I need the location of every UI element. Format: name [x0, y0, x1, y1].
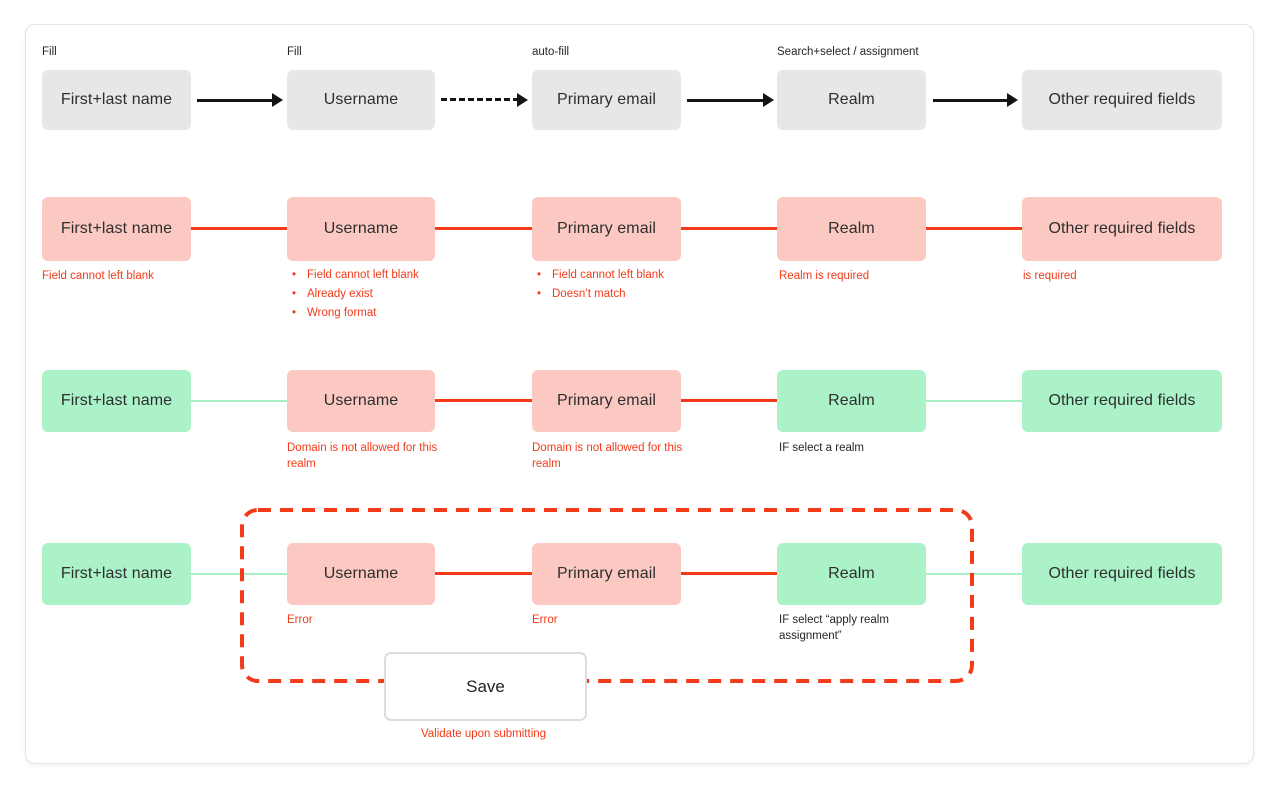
bullet-dot: • [292, 269, 297, 281]
step-annotation-fill-2: Fill [287, 46, 302, 58]
r4-box-primary-email: Primary email [532, 543, 681, 605]
r2-error-list-username: •Field cannot left blank •Already exist … [292, 266, 462, 323]
r2-connector-2 [435, 227, 532, 230]
r1-box-username: Username [287, 70, 435, 130]
r1-box-primary-email: Primary email [532, 70, 681, 130]
r2-error-first-last-name: Field cannot left blank [42, 270, 154, 282]
r3-box-realm: Realm [777, 370, 926, 432]
error-list-item: •Already exist [292, 285, 462, 304]
error-list-item: •Wrong format [292, 304, 462, 323]
r2-box-realm: Realm [777, 197, 926, 261]
r2-box-username: Username [287, 197, 435, 261]
r4-error-primary-email: Error [532, 614, 558, 626]
r4-box-username: Username [287, 543, 435, 605]
r2-connector-3 [681, 227, 777, 230]
r4-box-realm: Realm [777, 543, 926, 605]
step-annotation-autofill: auto-fill [532, 46, 570, 58]
r3-box-first-last-name: First+last name [42, 370, 191, 432]
arrowhead-icon [517, 93, 528, 107]
error-list-item: •Field cannot left blank [292, 266, 462, 285]
r3-connector-4 [926, 400, 1022, 402]
arrow-dashed [441, 91, 528, 109]
r4-condition-realm: IF select “apply realm assignment” [779, 614, 889, 642]
validation-group-outline [240, 508, 974, 683]
bullet-dot: • [537, 288, 542, 300]
r4-connector-3 [681, 572, 777, 575]
arrow-shaft [933, 98, 1009, 102]
save-button[interactable]: Save [384, 652, 587, 721]
r3-box-primary-email: Primary email [532, 370, 681, 432]
r3-box-username: Username [287, 370, 435, 432]
r3-error-primary-email: Domain is not allowed for this realm [532, 442, 683, 470]
r2-box-first-last-name: First+last name [42, 197, 191, 261]
r2-connector-4 [926, 227, 1022, 230]
r1-box-other-required-fields: Other required fields [1022, 70, 1222, 130]
r2-box-primary-email: Primary email [532, 197, 681, 261]
arrowhead-icon [272, 93, 283, 107]
r1-box-first-last-name: First+last name [42, 70, 191, 130]
r4-box-other-required-fields: Other required fields [1022, 543, 1222, 605]
r4-box-first-last-name: First+last name [42, 543, 191, 605]
arrowhead-icon [1007, 93, 1018, 107]
bullet-dot: • [292, 288, 297, 300]
error-list-item: •Field cannot left blank [537, 266, 707, 285]
r3-connector-3 [681, 399, 777, 402]
r3-connector-1 [191, 400, 287, 402]
r2-error-other-fields: is required [1023, 270, 1077, 282]
r4-connector-2 [435, 572, 532, 575]
r2-error-list-primary-email: •Field cannot left blank •Doesn’t match [537, 266, 707, 304]
arrow-solid-2 [687, 91, 774, 109]
arrow-solid-1 [197, 91, 283, 109]
r4-connector-1 [191, 573, 287, 575]
arrow-shaft [687, 98, 765, 102]
r2-connector-1 [191, 227, 287, 230]
r3-connector-2 [435, 399, 532, 402]
r4-connector-4 [926, 573, 1022, 575]
save-note: Validate upon submitting [420, 728, 547, 740]
step-annotation-search-select: Search+select / assignment [777, 46, 919, 58]
r3-error-username: Domain is not allowed for this realm [287, 442, 438, 470]
bullet-dot: • [537, 269, 542, 281]
arrow-shaft [441, 98, 519, 101]
r3-condition-realm: IF select a realm [779, 442, 864, 454]
r2-error-realm: Realm is required [779, 270, 870, 282]
arrow-shaft [197, 98, 274, 102]
arrowhead-icon [763, 93, 774, 107]
r2-box-other-required-fields: Other required fields [1022, 197, 1222, 261]
arrow-solid-3 [933, 91, 1018, 109]
r1-box-realm: Realm [777, 70, 926, 130]
r3-box-other-required-fields: Other required fields [1022, 370, 1222, 432]
bullet-dot: • [292, 307, 297, 319]
error-list-item: •Doesn’t match [537, 285, 707, 304]
step-annotation-fill-1: Fill [42, 46, 57, 58]
r4-error-username: Error [287, 614, 313, 626]
